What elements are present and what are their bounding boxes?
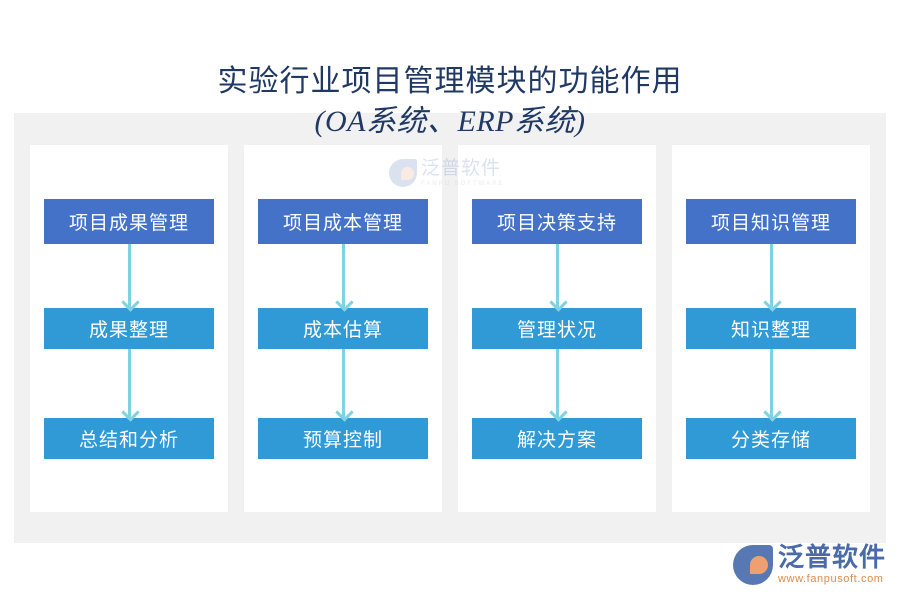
flow-node-project-cost-0[interactable]: 项目成本管理 <box>258 199 428 244</box>
flow-node-project-results-1[interactable]: 成果整理 <box>44 308 214 349</box>
flow-node-project-knowledge-0[interactable]: 项目知识管理 <box>686 199 856 244</box>
flow-node-project-results-2[interactable]: 总结和分析 <box>44 418 214 459</box>
brand-url-label: www.fanpusoft.com <box>777 573 884 585</box>
title-line-1: 实验行业项目管理模块的功能作用 <box>217 65 683 98</box>
title-line-2: (OA系统、ERP系统) <box>314 105 586 138</box>
brand-cn-label: 泛普软件 <box>777 543 886 572</box>
page-title: 实验行业项目管理模块的功能作用 (OA系统、ERP系统) <box>0 62 900 142</box>
flow-node-project-knowledge-2[interactable]: 分类存储 <box>686 418 856 459</box>
flow-arrow-project-results-0 <box>127 244 131 308</box>
flow-column-project-cost: 项目成本管理 成本估算 预算控制 <box>244 145 442 512</box>
flow-column-project-decision: 项目决策支持 管理状况 解决方案 <box>458 145 656 512</box>
flow-arrow-project-knowledge-1 <box>769 349 773 418</box>
flow-panels: 项目成果管理 成果整理 总结和分析 项目成本管理 成本估算 预算控制 项目决策支… <box>30 145 870 512</box>
flow-node-project-decision-1[interactable]: 管理状况 <box>472 308 642 349</box>
flow-node-project-decision-2[interactable]: 解决方案 <box>472 418 642 459</box>
brand-text: 泛普软件 www.fanpusoft.com <box>778 545 886 585</box>
panel-gap <box>442 145 458 512</box>
flow-node-project-cost-1[interactable]: 成本估算 <box>258 308 428 349</box>
flow-arrow-project-cost-0 <box>341 244 345 308</box>
flow-arrow-project-cost-1 <box>341 349 345 418</box>
flow-node-project-decision-0[interactable]: 项目决策支持 <box>472 199 642 244</box>
panel-gap <box>228 145 244 512</box>
brand-logo: 泛普软件 www.fanpusoft.com <box>732 542 886 588</box>
flow-arrow-project-knowledge-0 <box>769 244 773 308</box>
flow-node-project-results-0[interactable]: 项目成果管理 <box>44 199 214 244</box>
flow-column-project-knowledge: 项目知识管理 知识整理 分类存储 <box>672 145 870 512</box>
flow-arrow-project-decision-0 <box>555 244 559 308</box>
flow-node-project-knowledge-1[interactable]: 知识整理 <box>686 308 856 349</box>
flow-column-project-results: 项目成果管理 成果整理 总结和分析 <box>30 145 228 512</box>
fanpu-logo-icon <box>732 545 773 585</box>
flow-node-project-cost-2[interactable]: 预算控制 <box>258 418 428 459</box>
flow-arrow-project-decision-1 <box>555 349 559 418</box>
panel-gap <box>656 145 672 512</box>
flow-arrow-project-results-1 <box>127 349 131 418</box>
